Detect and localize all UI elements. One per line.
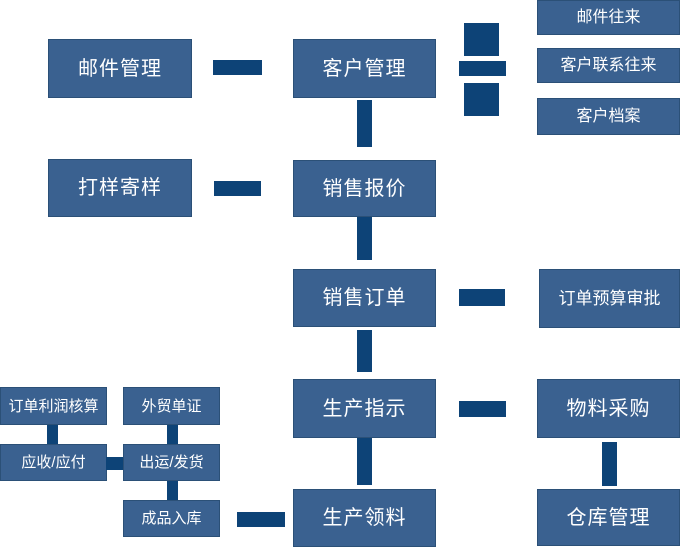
connector-material-to-warehouse xyxy=(602,442,617,486)
connector-order-to-budget xyxy=(459,289,505,306)
node-customer-contact-correspondence: 客户联系往来 xyxy=(537,48,680,83)
node-shipping-delivery: 出运/发货 xyxy=(123,444,220,481)
node-production-instruction: 生产指示 xyxy=(293,379,436,438)
connector-quotation-to-order xyxy=(357,217,372,260)
node-sales-order: 销售订单 xyxy=(293,269,436,327)
node-customer-archives: 客户档案 xyxy=(537,98,680,135)
node-order-budget-approval: 订单预算审批 xyxy=(539,269,680,328)
connector-receivables-to-shipping xyxy=(106,457,123,470)
connector-finished-to-requisition xyxy=(237,512,285,527)
connector-customer-right-middle xyxy=(459,61,506,76)
connector-shipping-to-finished xyxy=(167,481,178,500)
connector-email-to-customer xyxy=(213,60,262,75)
connector-customer-right-bottom xyxy=(464,83,499,116)
connector-sample-to-quotation xyxy=(214,181,261,196)
connector-production-to-requisition xyxy=(357,438,372,485)
node-order-profit-accounting: 订单利润核算 xyxy=(0,387,107,425)
connector-documents-to-shipping xyxy=(167,425,178,444)
node-warehouse-management: 仓库管理 xyxy=(537,489,680,546)
connector-production-to-material xyxy=(459,401,506,417)
connector-customer-to-quotation xyxy=(357,100,372,147)
node-sample-making-sending: 打样寄样 xyxy=(48,159,192,217)
node-finished-goods-warehousing: 成品入库 xyxy=(123,500,220,537)
node-email-management: 邮件管理 xyxy=(48,39,192,98)
node-material-procurement: 物料采购 xyxy=(537,379,680,438)
node-email-correspondence: 邮件往来 xyxy=(537,0,680,35)
node-customer-management: 客户管理 xyxy=(293,39,436,98)
node-sales-quotation: 销售报价 xyxy=(293,160,436,217)
node-production-material-requisition: 生产领料 xyxy=(293,489,436,547)
connector-order-to-production xyxy=(357,330,372,372)
connector-profit-to-receivables xyxy=(47,425,58,444)
node-foreign-trade-documents: 外贸单证 xyxy=(123,387,220,425)
node-receivables-payables: 应收/应付 xyxy=(0,444,107,481)
connector-customer-right-top xyxy=(464,23,499,56)
